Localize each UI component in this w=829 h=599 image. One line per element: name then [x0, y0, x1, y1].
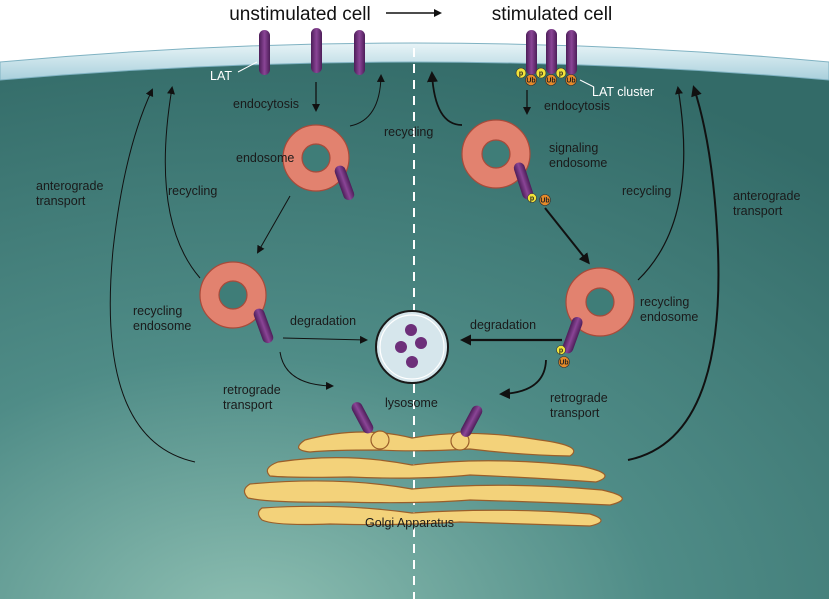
svg-text:Ub: Ub [526, 78, 535, 85]
lat-pointer [237, 61, 258, 73]
arrow-anterograde-right [627, 85, 720, 461]
arrow-degradation-left [282, 335, 368, 344]
signaling-endosome: p Ub [461, 119, 551, 206]
recycling-endosome-left [199, 261, 274, 344]
label-endocytosis-right: endocytosis [544, 99, 610, 113]
label-lysosome: lysosome [385, 396, 438, 410]
arrow-recycling-top-right [426, 71, 463, 126]
svg-text:p: p [530, 196, 534, 203]
label-golgi-apparatus: Golgi Apparatus [365, 516, 454, 530]
label-anterograde-left-1: anterograde [36, 179, 103, 193]
svg-text:Ub: Ub [566, 78, 575, 85]
arrow-to-recycling-endosome-right [544, 207, 590, 265]
label-anterograde-right-1: anterograde [733, 189, 800, 203]
arrow-recycling-left [164, 86, 201, 279]
svg-text:p: p [559, 348, 563, 355]
recycling-endosome-right: p Ub [556, 267, 635, 368]
label-lat-cluster: LAT cluster [592, 85, 654, 99]
label-recycling-endosome-right-2: endosome [640, 310, 698, 324]
label-degradation-left: degradation [290, 314, 356, 328]
label-endosome: endosome [236, 151, 294, 165]
plasma-membrane [0, 42, 829, 81]
lat-cluster-pointer [579, 79, 595, 88]
label-retrograde-left-1: retrograde [223, 383, 281, 397]
label-recycling-endosome-right-1: recycling [640, 295, 689, 309]
label-recycling-endosome-left-1: recycling [133, 304, 182, 318]
arrow-retrograde-left [279, 351, 334, 390]
golgi-receptors [351, 402, 483, 437]
label-recycling-top: recycling [384, 125, 433, 139]
svg-text:p: p [559, 71, 563, 78]
svg-text:Ub: Ub [559, 360, 568, 367]
label-retrograde-right-1: retrograde [550, 391, 608, 405]
svg-text:p: p [539, 71, 543, 78]
label-signaling-endosome-2: endosome [549, 156, 607, 170]
label-lat: LAT [210, 69, 232, 83]
arrow-retrograde-right [499, 359, 547, 400]
lat-receptors-membrane [259, 28, 365, 75]
label-anterograde-right-2: transport [733, 204, 783, 218]
label-recycling-left: recycling [168, 184, 217, 198]
label-endocytosis-left: endocytosis [233, 97, 299, 111]
label-degradation-right: degradation [470, 318, 536, 332]
header-stimulated: stimulated cell [492, 4, 612, 25]
svg-text:Ub: Ub [540, 198, 549, 205]
label-recycling-endosome-left-2: endosome [133, 319, 191, 333]
label-retrograde-right-2: transport [550, 406, 600, 420]
arrow-recycling-right [637, 86, 685, 281]
label-recycling-right: recycling [622, 184, 671, 198]
header-unstimulated: unstimulated cell [229, 4, 371, 25]
label-retrograde-left-2: transport [223, 398, 273, 412]
golgi-apparatus [243, 430, 623, 527]
arrow-recycling-top [349, 74, 385, 127]
endosome-left [282, 124, 355, 201]
lat-cluster: p Ub p Ub p Ub [515, 29, 577, 86]
arrow-to-recycling-endosome-left [257, 195, 291, 254]
label-anterograde-left-2: transport [36, 194, 86, 208]
label-signaling-endosome-1: signaling [549, 141, 598, 155]
arrow-anterograde-left [109, 88, 196, 463]
lysosome [375, 310, 449, 384]
svg-text:Ub: Ub [546, 78, 555, 85]
svg-text:p: p [519, 71, 523, 78]
